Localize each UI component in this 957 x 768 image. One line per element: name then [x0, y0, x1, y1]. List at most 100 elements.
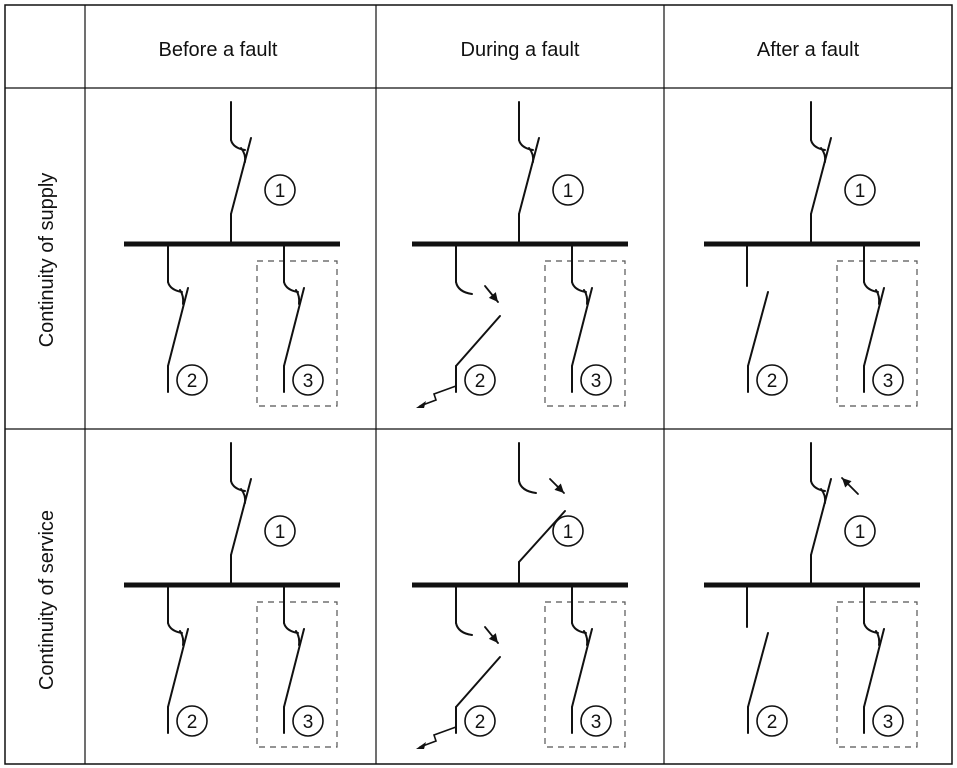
- fault-lightning: [419, 385, 457, 407]
- circuit-number: 3: [303, 371, 314, 392]
- circuit-number-badge: [844, 174, 876, 206]
- circuit-number: 3: [883, 371, 894, 392]
- circuit-number-badge: [264, 174, 296, 206]
- incomer-breaker-contact-hook: [518, 480, 537, 494]
- feeder-3-arc: [583, 289, 589, 305]
- fault-lightning-head: [416, 401, 426, 408]
- header-before-fault: Before a fault: [159, 39, 278, 61]
- feeder-2-blade: [455, 315, 501, 367]
- withdrawable-frame: [256, 601, 338, 748]
- reclose-arrow-head: [842, 478, 852, 488]
- circuit-number-badge: [872, 364, 904, 396]
- circuit-number: 1: [855, 181, 866, 202]
- feeder-2-blade: [167, 287, 189, 367]
- feeder-3-blade: [571, 628, 593, 708]
- feeder-2-arc: [179, 289, 185, 305]
- circuit-number: 1: [563, 522, 574, 543]
- incomer-breaker-contact-hook: [230, 480, 246, 492]
- incomer-breaker-contact-hook: [810, 480, 826, 492]
- diagram-cell: 1 2 3: [412, 101, 628, 408]
- feeder-3-arc: [295, 630, 301, 646]
- incomer-breaker-contact-hook: [230, 139, 246, 151]
- feeder-3-blade: [571, 287, 593, 367]
- incomer-breaker-arc: [820, 488, 827, 504]
- incomer-breaker-arc: [240, 488, 247, 504]
- incomer-breaker-blade: [810, 137, 832, 215]
- withdrawable-frame: [544, 260, 626, 407]
- diagram-cell: 1 2 3: [412, 442, 628, 749]
- diagram-cell: 1 2 3: [124, 101, 340, 407]
- feeder-3-blade: [283, 628, 305, 708]
- trip-arrow-head: [488, 633, 498, 643]
- circuit-number-badge: [552, 515, 584, 547]
- incomer-breaker-contact-hook: [518, 139, 534, 151]
- incomer-breaker-blade: [230, 137, 252, 215]
- withdrawable-frame: [256, 260, 338, 407]
- diagram-cell: 1 2 3: [704, 101, 920, 407]
- diagram-cell: 1 2 3: [124, 442, 340, 748]
- circuit-number-badge: [464, 705, 496, 737]
- circuit-number: 3: [591, 712, 602, 733]
- feeder-3-blade: [863, 287, 885, 367]
- fault-lightning-head: [416, 742, 426, 749]
- feeder-2-blade: [747, 291, 769, 367]
- incomer-breaker-contact-hook: [810, 139, 826, 151]
- feeder-3-arc: [875, 289, 881, 305]
- circuit-number-badge: [756, 705, 788, 737]
- feeder-3-arc: [295, 289, 301, 305]
- circuit-number-badge: [464, 364, 496, 396]
- circuit-number-badge: [264, 515, 296, 547]
- circuit-number: 2: [767, 712, 778, 733]
- feeder-2-blade: [747, 632, 769, 708]
- circuit-number: 1: [275, 522, 286, 543]
- withdrawable-frame: [836, 601, 918, 748]
- header-during-fault: During a fault: [461, 39, 580, 61]
- row-label-supply: Continuity of supply: [36, 173, 58, 348]
- circuit-number: 1: [563, 181, 574, 202]
- feeder-2-blade: [167, 628, 189, 708]
- table-border: [4, 4, 953, 765]
- circuit-number-badge: [176, 705, 208, 737]
- circuit-number: 1: [855, 522, 866, 543]
- circuit-number-badge: [292, 705, 324, 737]
- incomer-breaker-blade: [230, 478, 252, 556]
- circuit-number-badge: [580, 364, 612, 396]
- feeder-3-blade: [863, 628, 885, 708]
- incomer-breaker-blade: [810, 478, 832, 556]
- circuit-number: 2: [767, 371, 778, 392]
- circuit-number: 3: [883, 712, 894, 733]
- incomer-breaker-arc: [528, 147, 535, 163]
- trip-arrow-head: [488, 292, 498, 302]
- feeder-3-blade: [283, 287, 305, 367]
- header-after-fault: After a fault: [757, 39, 860, 61]
- circuit-number: 3: [303, 712, 314, 733]
- diagram-cell: 1 2 3: [704, 442, 920, 748]
- row-label-service: Continuity of service: [36, 510, 58, 690]
- feeder-2-arc: [179, 630, 185, 646]
- circuit-number-badge: [756, 364, 788, 396]
- incomer-breaker-arc: [240, 147, 247, 163]
- circuit-number-badge: [872, 705, 904, 737]
- circuit-number: 2: [475, 712, 486, 733]
- circuit-number: 1: [275, 181, 286, 202]
- trip-arrow-head: [554, 483, 564, 493]
- diagram-layer: 1 2 3 1 2 3 1 2 3 1 2 3 1 2 3 1 2 3: [124, 101, 920, 749]
- circuit-number: 2: [187, 712, 198, 733]
- circuit-number: 3: [591, 371, 602, 392]
- feeder-3-arc: [875, 630, 881, 646]
- circuit-number: 2: [187, 371, 198, 392]
- feeder-3-arc: [583, 630, 589, 646]
- circuit-number: 2: [475, 371, 486, 392]
- circuit-number-badge: [292, 364, 324, 396]
- feeder-2-contact-hook: [455, 281, 473, 295]
- circuit-number-badge: [580, 705, 612, 737]
- incomer-breaker-arc: [820, 147, 827, 163]
- withdrawable-frame: [544, 601, 626, 748]
- feeder-2-contact-hook: [455, 622, 473, 636]
- circuit-number-badge: [844, 515, 876, 547]
- fault-lightning: [419, 726, 457, 748]
- incomer-breaker-blade: [518, 137, 540, 215]
- circuit-number-badge: [176, 364, 208, 396]
- withdrawable-frame: [836, 260, 918, 407]
